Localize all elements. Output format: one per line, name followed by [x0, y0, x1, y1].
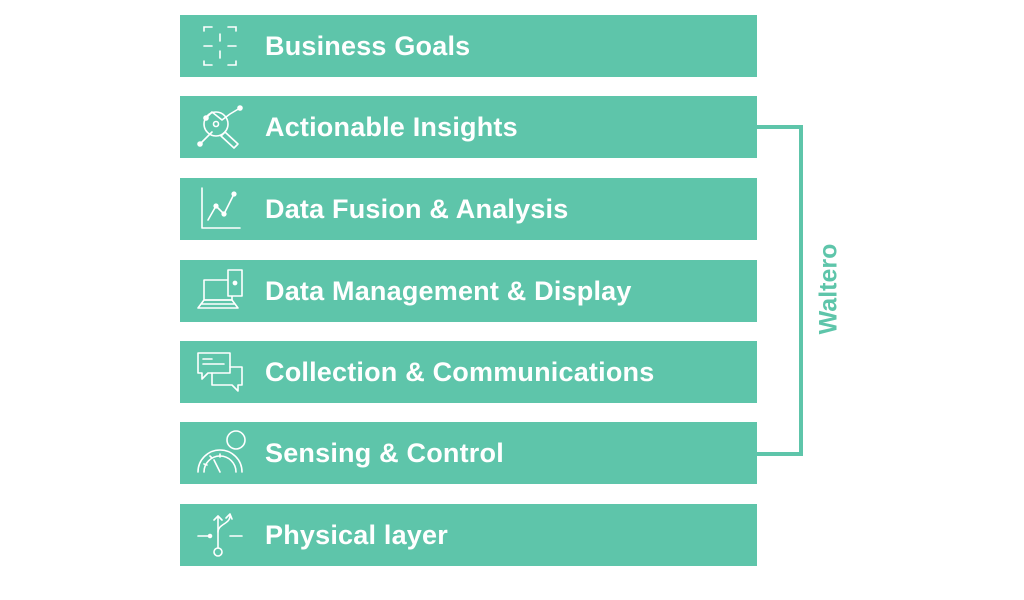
layer-label: Actionable Insights: [265, 111, 518, 142]
bracket-label: Waltero: [814, 243, 843, 335]
chat-bubbles-icon: [192, 347, 248, 397]
insight-graph-icon: [192, 102, 248, 152]
branching-arrows-icon: [192, 510, 248, 560]
focus-frame-icon: [192, 21, 248, 71]
layer-data-fusion-analysis: Data Fusion & Analysis: [180, 178, 757, 240]
layer-business-goals: Business Goals: [180, 15, 757, 77]
layer-label: Data Fusion & Analysis: [265, 193, 569, 224]
layer-actionable-insights: Actionable Insights: [180, 96, 757, 158]
gauge-icon: [192, 428, 248, 478]
line-chart-icon: [192, 184, 248, 234]
layer-label: Business Goals: [265, 30, 471, 61]
bracket-line: [757, 125, 803, 456]
layer-collection-communications: Collection & Communications: [180, 341, 757, 403]
layer-label: Collection & Communications: [265, 356, 655, 387]
layer-data-management-display: Data Management & Display: [180, 260, 757, 322]
layer-label: Data Management & Display: [265, 275, 632, 306]
layer-label: Sensing & Control: [265, 437, 504, 468]
laptop-phone-icon: [192, 266, 248, 316]
layer-sensing-control: Sensing & Control: [180, 422, 757, 484]
layer-physical: Physical layer: [180, 504, 757, 566]
layer-label: Physical layer: [265, 519, 448, 550]
